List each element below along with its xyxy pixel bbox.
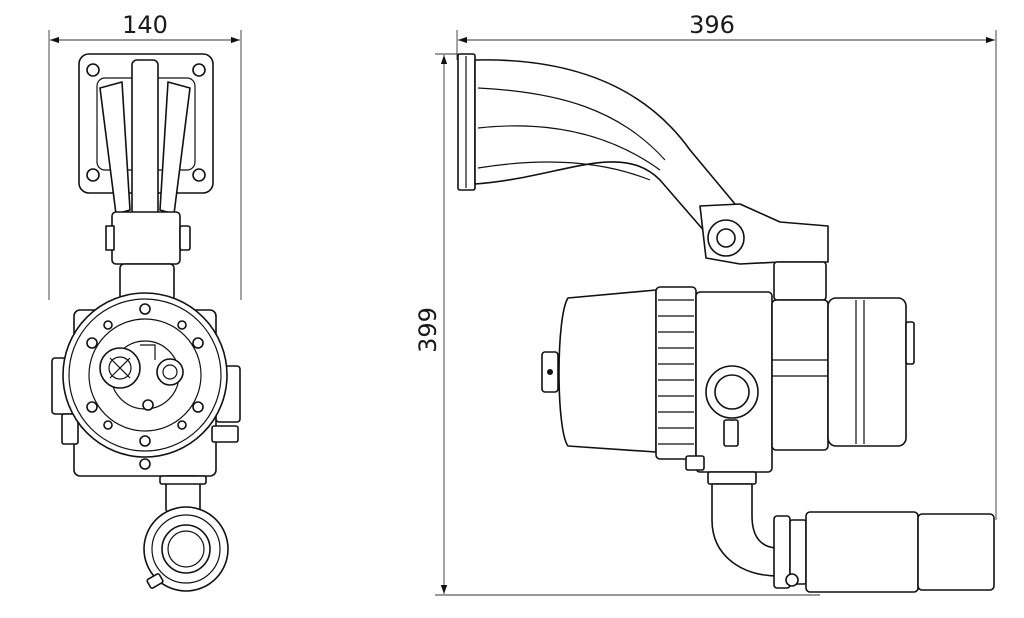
side-mount-plate bbox=[457, 53, 476, 191]
dimension-front-width: 140 bbox=[48, 11, 242, 300]
side-view bbox=[457, 53, 995, 593]
front-housing bbox=[51, 292, 241, 477]
dimension-side-height: 399 bbox=[414, 53, 820, 596]
dimension-label-side-height: 399 bbox=[414, 307, 442, 353]
front-view bbox=[51, 53, 241, 592]
front-bracket-arm bbox=[99, 59, 191, 301]
side-bottom-sensor bbox=[707, 471, 995, 593]
side-housing bbox=[541, 286, 915, 473]
front-bottom-sensor bbox=[143, 475, 229, 592]
dimension-side-width: 396 bbox=[456, 11, 997, 520]
dimension-label-side-width: 396 bbox=[689, 11, 735, 39]
side-bracket-arm bbox=[474, 59, 829, 301]
dimension-label-front-width: 140 bbox=[122, 11, 168, 39]
